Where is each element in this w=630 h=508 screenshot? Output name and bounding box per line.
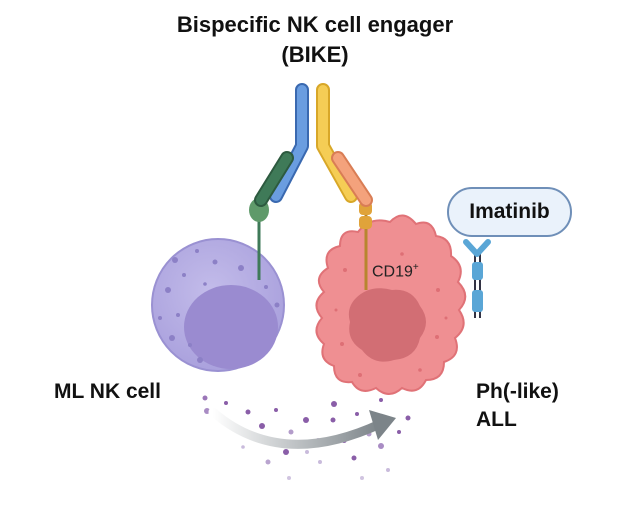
nk-cell-icon bbox=[151, 238, 285, 372]
imatinib-label: Imatinib bbox=[469, 200, 550, 223]
cd19-text: CD19 bbox=[372, 263, 413, 281]
tumor-cell-icon bbox=[315, 214, 467, 395]
bispecific-antibody-icon bbox=[249, 83, 373, 290]
tumor-label-line2: ALL bbox=[476, 408, 517, 431]
diagram-title-line1: Bispecific NK cell engager bbox=[176, 12, 454, 37]
tumor-label-line1: Ph(-like) bbox=[476, 380, 559, 403]
cd19-label: CD19+ bbox=[372, 262, 419, 281]
cd19-superscript: + bbox=[412, 262, 419, 273]
bcr-abl-receptor-icon bbox=[463, 239, 491, 318]
nk-cell-label: ML NK cell bbox=[54, 380, 161, 403]
imatinib-badge: Imatinib bbox=[447, 187, 572, 237]
diagram-title-line2: (BIKE) bbox=[281, 42, 349, 67]
cytotoxic-arrow-icon bbox=[208, 407, 396, 449]
